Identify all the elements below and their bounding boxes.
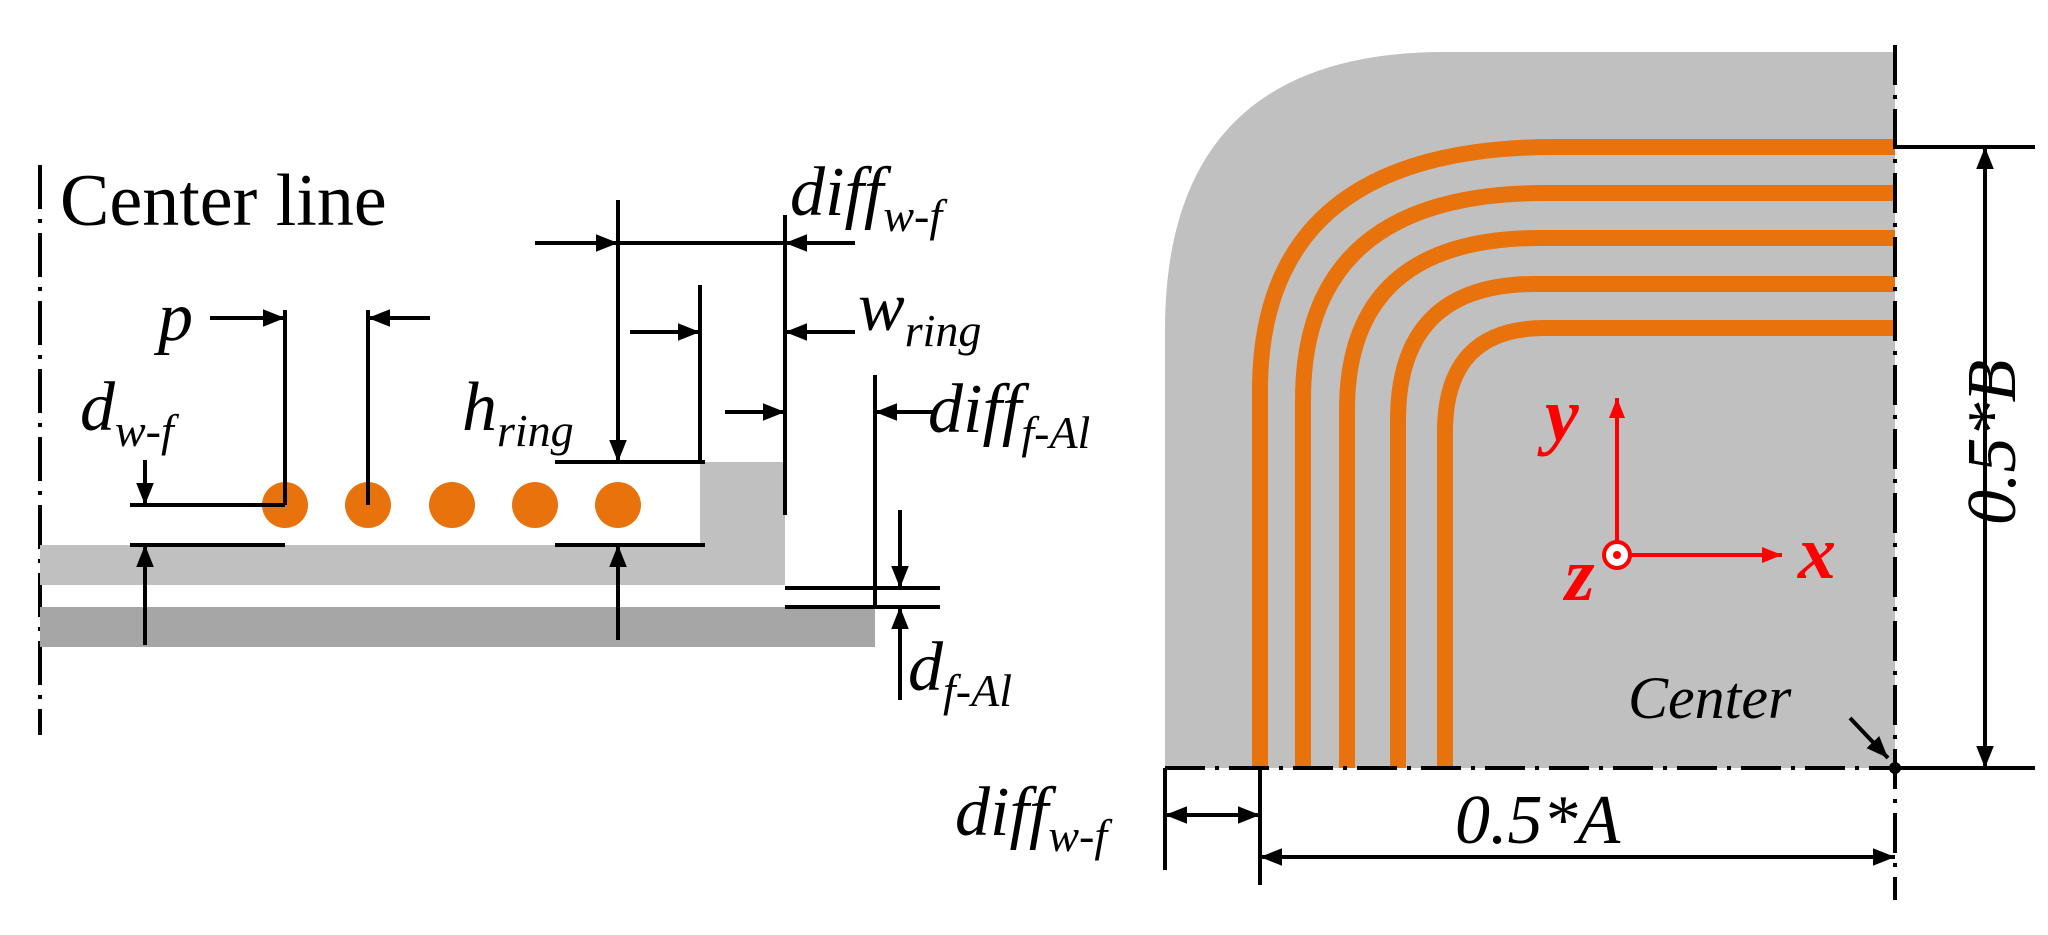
- pitch-dimension: p: [153, 279, 430, 505]
- diff-fal-dimension: difff-Al: [725, 371, 1090, 607]
- diff-wf-dimension-left: diffw-f: [535, 154, 948, 515]
- d-wf-label: dw-f: [80, 369, 180, 456]
- trace-2: [1295, 185, 1895, 768]
- center-label: Center: [1628, 665, 1792, 731]
- h-ring-dimension: hring: [462, 200, 705, 640]
- diff-wf-label-right: diffw-f: [955, 774, 1113, 861]
- h-ring-label: hring: [462, 369, 574, 456]
- diff-wf-dimension-right: diffw-f: [955, 774, 1260, 861]
- wire-5: [595, 482, 641, 528]
- cross-section-view: Center line p dw-f: [38, 154, 1090, 735]
- dim-a: 0.5*A: [1163, 768, 1895, 885]
- axis-x-label: x: [1797, 511, 1836, 595]
- center-line-label: Center line: [60, 160, 387, 242]
- trace-4: [1390, 276, 1895, 768]
- aluminum-baseplate: [40, 607, 875, 647]
- trace-3: [1339, 230, 1895, 768]
- axis-z-label: z: [1562, 533, 1595, 617]
- dim-b-label: 0.5*B: [1954, 360, 2031, 525]
- wire-3: [429, 482, 475, 528]
- center-leader: [1848, 716, 1890, 760]
- d-wf-dimension: dw-f: [80, 369, 285, 645]
- wire-4: [512, 482, 558, 528]
- pitch-label: p: [153, 279, 193, 356]
- d-fal-label: df-Al: [908, 629, 1012, 716]
- w-ring-dimension: wring: [630, 269, 981, 462]
- wire-row: [262, 482, 641, 528]
- dielectric-layer: [40, 462, 785, 585]
- substrate-corner: [1165, 52, 1895, 768]
- trace-1: [1252, 139, 1895, 768]
- trace-5: [1437, 320, 1895, 768]
- w-ring-label: wring: [858, 269, 981, 356]
- diff-wf-label-left: diffw-f: [790, 154, 948, 241]
- trace-group: [1252, 139, 1895, 768]
- dim-a-label: 0.5*A: [1455, 782, 1621, 859]
- top-view: y x z Center 0.5*B 0.5*A dif: [955, 45, 2035, 900]
- diff-fal-label: difff-Al: [928, 371, 1090, 458]
- dim-b: 0.5*B: [1895, 145, 2035, 770]
- d-fal-dimension: df-Al: [785, 510, 1012, 716]
